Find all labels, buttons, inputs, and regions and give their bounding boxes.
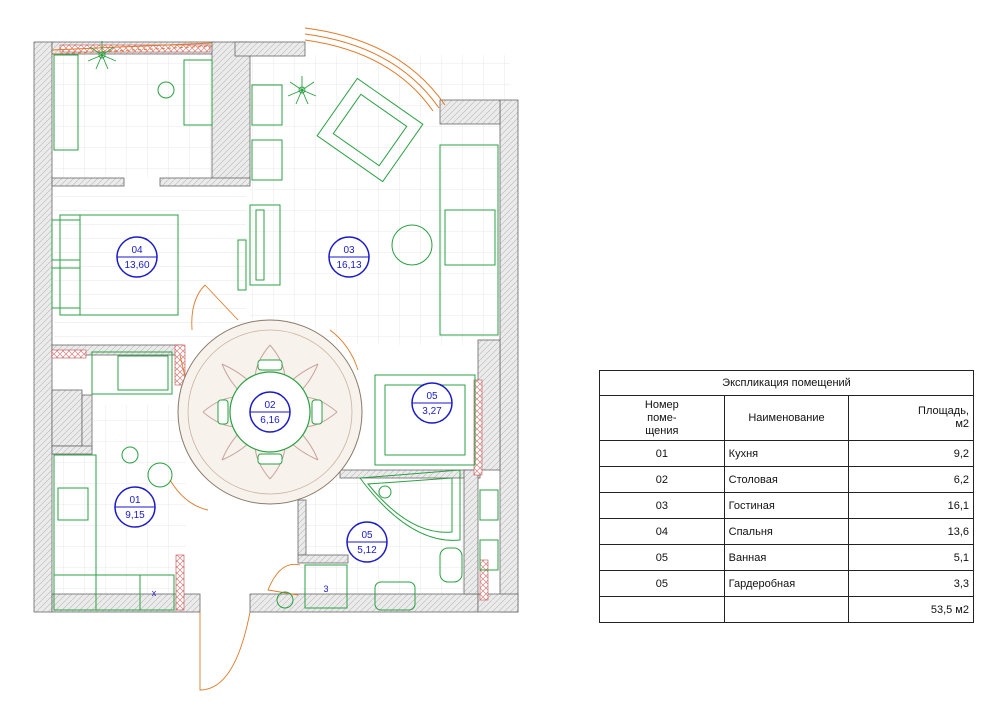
table-title-row: Экспликация помещений: [599, 370, 974, 396]
table-header-row: Номер поме- щения Наименование Площадь, …: [599, 395, 974, 441]
room-id: 04: [131, 245, 143, 256]
table-title: Экспликация помещений: [599, 370, 974, 396]
room-marker: 04 13,60: [116, 236, 158, 278]
room-marker: 05 3,27: [411, 382, 453, 424]
doors: [169, 284, 359, 691]
table-row: 05 Гардеробная 3,3: [599, 570, 974, 597]
room-id: 03: [343, 245, 355, 256]
table-row: 04 Спальня 13,6: [599, 518, 974, 545]
room-id: 05: [426, 391, 438, 402]
table-row: 02 Столовая 6,2: [599, 466, 974, 493]
room-marker: 05 5,12: [346, 521, 388, 563]
plant-icons: [87, 41, 317, 105]
table-row: 05 Ванная 5,1: [599, 544, 974, 571]
table-row: 01 Кухня 9,2: [599, 440, 974, 467]
total-area: 53,5 м2: [848, 596, 974, 623]
room-area: 9,15: [125, 510, 145, 521]
header-name: Наименование: [723, 395, 850, 441]
washer-label: 3: [323, 584, 328, 594]
stove-label: x: [152, 588, 157, 598]
explication-table: Экспликация помещений Номер поме- щения …: [599, 370, 974, 623]
header-number: Номер поме- щения: [599, 395, 725, 441]
furniture: [51, 54, 499, 611]
room-marker: 02 6,16: [249, 391, 291, 433]
room-area: 6,16: [260, 415, 280, 426]
table-total-row: 53,5 м2: [599, 596, 974, 623]
room-area: 3,27: [422, 406, 442, 417]
room-area: 13,60: [124, 260, 149, 271]
room-id: 02: [264, 400, 276, 411]
room-id: 05: [361, 530, 373, 541]
brick-partitions: [51, 44, 489, 611]
room-area: 5,12: [357, 545, 377, 556]
room-area: 16,13: [336, 260, 361, 271]
balcony: [51, 27, 446, 112]
table-row: 03 Гостиная 16,1: [599, 492, 974, 519]
room-marker: 03 16,13: [328, 236, 370, 278]
room-markers: 04 13,60 03 16,13 05 3,27 02 6,16 01 9,1…: [114, 236, 453, 563]
header-area: Площадь, м2: [848, 395, 974, 441]
room-marker: 01 9,15: [114, 486, 156, 528]
room-id: 01: [129, 495, 141, 506]
